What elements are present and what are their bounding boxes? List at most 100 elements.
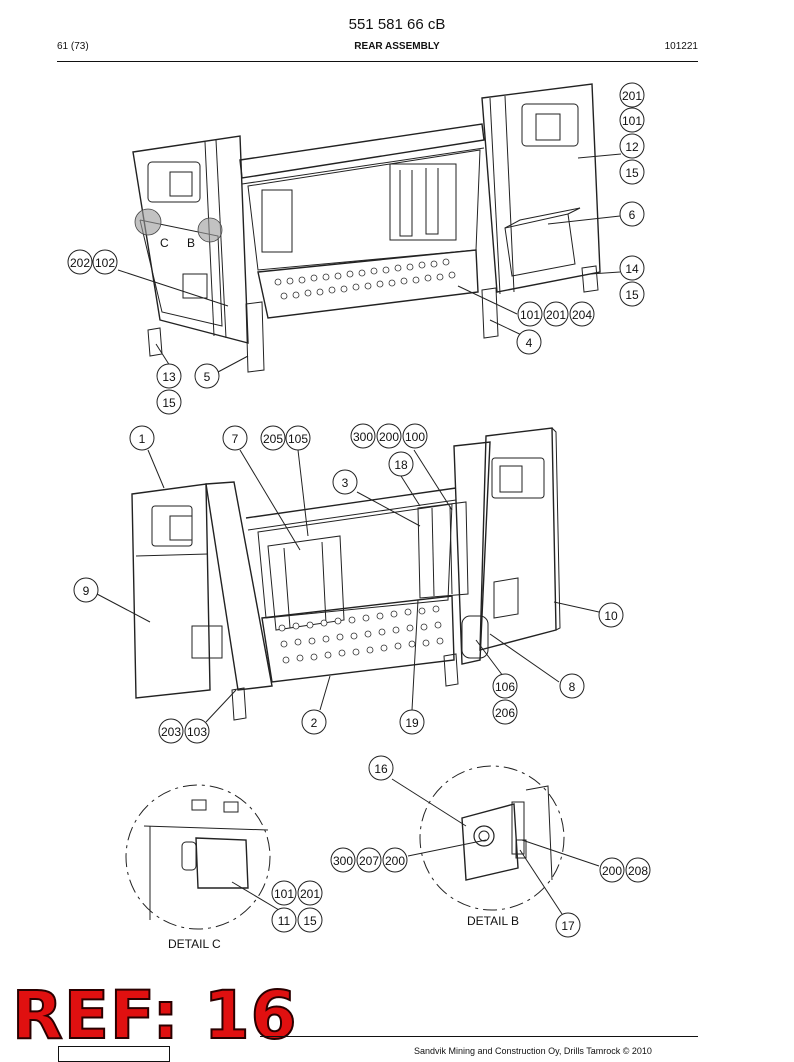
balloon-number: 101	[274, 887, 294, 901]
balloon-number: 10	[604, 609, 618, 623]
balloon-number: 15	[162, 396, 176, 410]
callout-balloon-b10: 10	[598, 602, 624, 628]
balloon-number: 15	[625, 166, 639, 180]
balloon-number: 101	[622, 114, 642, 128]
balloon-circle	[184, 718, 210, 744]
balloon-circle	[156, 389, 182, 415]
callout-balloon-b105: 105	[285, 425, 311, 451]
balloon-circle	[555, 912, 581, 938]
callout-balloon-b4: 4	[516, 329, 542, 355]
callout-balloon-b11: 11	[271, 907, 297, 933]
balloon-circle	[516, 329, 542, 355]
balloon-circle	[356, 847, 382, 873]
callout-balloon-b15a: 15	[619, 159, 645, 185]
detail-c-marker: C	[160, 236, 169, 250]
balloon-circle	[492, 673, 518, 699]
balloon-circle	[350, 423, 376, 449]
leader-lines	[96, 153, 622, 915]
balloon-circle	[619, 201, 645, 227]
footer-rule	[260, 1036, 698, 1037]
callout-balloon-b200b: 200	[382, 847, 408, 873]
balloon-number: 101	[520, 308, 540, 322]
balloon-circle	[376, 423, 402, 449]
middle-assembly-view	[131, 427, 561, 721]
callout-balloon-b2: 2	[301, 709, 327, 735]
balloon-number: 7	[232, 432, 239, 446]
balloon-number: 200	[385, 854, 405, 868]
balloon-number: 207	[359, 854, 379, 868]
ref-stamp: REF: 16	[11, 977, 298, 1054]
callout-balloon-b14: 14	[619, 255, 645, 281]
balloon-number: 13	[162, 370, 176, 384]
balloon-number: 15	[303, 914, 317, 928]
page-title: REAR ASSEMBLY	[354, 41, 440, 52]
balloon-number: 16	[374, 762, 388, 776]
balloon-circle	[619, 107, 645, 133]
balloon-circle	[599, 857, 625, 883]
balloon-circle	[399, 709, 425, 735]
detail-c-caption: DETAIL C	[168, 937, 221, 951]
callout-balloon-b201c: 201	[297, 880, 323, 906]
callout-balloon-b208: 208	[625, 857, 651, 883]
balloon-number: 1	[139, 432, 146, 446]
balloon-number: 17	[561, 919, 575, 933]
callout-balloon-b100: 100	[402, 423, 428, 449]
callout-balloon-b103: 103	[184, 718, 210, 744]
balloon-circle	[332, 469, 358, 495]
balloon-circle	[194, 363, 220, 389]
callout-balloon-b13: 13	[156, 363, 182, 389]
balloon-circle	[598, 602, 624, 628]
balloon-circle	[569, 301, 595, 327]
balloon-circle	[156, 363, 182, 389]
balloon-number: 201	[546, 308, 566, 322]
balloon-circle	[271, 880, 297, 906]
balloon-circle	[297, 907, 323, 933]
header-rule	[57, 61, 698, 62]
balloon-circle	[330, 847, 356, 873]
balloon-circle	[368, 755, 394, 781]
callout-balloon-b15c: 15	[156, 389, 182, 415]
balloon-circle	[619, 133, 645, 159]
balloon-circle	[559, 673, 585, 699]
balloon-circle	[388, 451, 414, 477]
balloon-number: 5	[204, 370, 211, 384]
balloon-circle	[271, 907, 297, 933]
callout-balloon-b207: 207	[356, 847, 382, 873]
callout-balloon-b5: 5	[194, 363, 220, 389]
balloon-number: 6	[629, 208, 636, 222]
balloon-circle	[619, 281, 645, 307]
callout-balloon-b206: 206	[492, 699, 518, 725]
footer-copyright: Sandvik Mining and Construction Oy, Dril…	[414, 1046, 652, 1056]
balloon-circle	[222, 425, 248, 451]
callout-balloon-b18: 18	[388, 451, 414, 477]
balloon-number: 103	[187, 725, 207, 739]
callout-balloon-b106: 106	[492, 673, 518, 699]
detail-b-caption: DETAIL B	[467, 914, 519, 928]
balloon-circle	[517, 301, 543, 327]
callout-balloon-b205: 205	[260, 425, 286, 451]
balloon-number: 200	[602, 864, 622, 878]
balloon-number: 18	[394, 458, 408, 472]
balloon-number: 14	[625, 262, 639, 276]
balloon-circle	[382, 847, 408, 873]
balloon-number: 201	[622, 89, 642, 103]
callout-balloon-b15d: 15	[297, 907, 323, 933]
balloon-number: 300	[353, 430, 373, 444]
balloon-number: 100	[405, 430, 425, 444]
balloon-number: 3	[342, 476, 349, 490]
detail-c-view	[125, 784, 271, 930]
callout-balloon-b3: 3	[332, 469, 358, 495]
callout-balloon-b8: 8	[559, 673, 585, 699]
balloon-number: 105	[288, 432, 308, 446]
balloon-number: 8	[569, 680, 576, 694]
callout-balloon-b16: 16	[368, 755, 394, 781]
callout-balloon-b1: 1	[129, 425, 155, 451]
callout-balloon-b19: 19	[399, 709, 425, 735]
callout-balloon-b300b: 300	[330, 847, 356, 873]
balloon-circle	[260, 425, 286, 451]
balloon-circle	[67, 249, 93, 275]
balloon-number: 2	[311, 716, 318, 730]
callout-balloon-b6: 6	[619, 201, 645, 227]
